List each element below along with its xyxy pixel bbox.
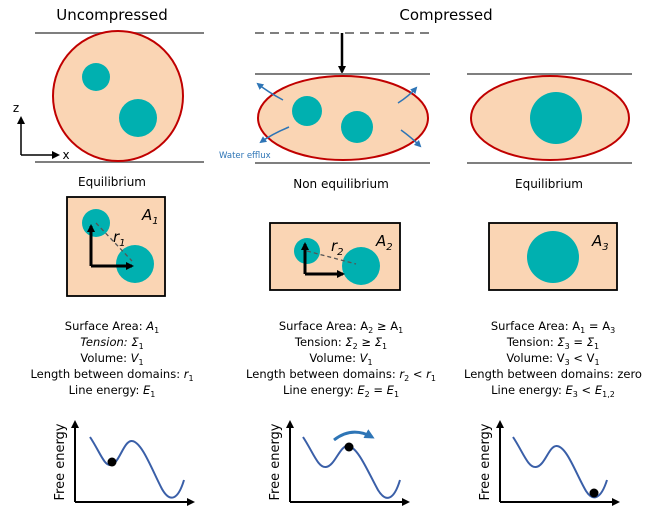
- cell-compressed: [467, 73, 632, 164]
- line-energy-line: Line energy: E2 = E1: [283, 383, 399, 399]
- domain: [341, 111, 373, 143]
- header-compressed: Compressed: [399, 6, 492, 24]
- properties-col-2: Surface Area: A2 ≥ A1 Tension: Σ2 ≥ Σ1 V…: [246, 319, 436, 399]
- tension-line: Tension: Σ1: [80, 335, 143, 351]
- efflux-arrow: [397, 86, 418, 104]
- volume-line: Volume: V1: [80, 351, 143, 367]
- area-label: A2: [375, 232, 393, 253]
- energy-plot-1: Free energy: [53, 420, 195, 506]
- surface-area-line: Surface Area: A1: [65, 319, 159, 335]
- state-marker: [107, 457, 117, 467]
- length-line: Length between domains: r1: [30, 367, 193, 383]
- free-energy-axis-label: Free energy: [268, 423, 283, 500]
- cell-membrane: [52, 30, 184, 162]
- line-energy-line: Line energy: E1: [69, 383, 156, 399]
- distance-line: [95, 222, 133, 262]
- area-label: A3: [591, 232, 609, 253]
- properties-col-1: Surface Area: A1 Tension: Σ1 Volume: V1 …: [30, 319, 193, 399]
- domain: [530, 92, 582, 144]
- header-uncompressed: Uncompressed: [56, 6, 168, 24]
- distance-line: [306, 250, 357, 265]
- water-efflux-label: Water efflux: [219, 151, 271, 161]
- energy-plot-2: Free energy: [268, 420, 410, 506]
- surface-panel-3: A3: [488, 222, 618, 291]
- state-marker: [589, 488, 599, 498]
- domain: [82, 63, 110, 91]
- length-line: Length between domains: zero: [464, 367, 642, 381]
- efflux-arrow: [400, 129, 422, 148]
- energy-curve: [512, 436, 608, 499]
- surface-area-line: Surface Area: A2 ≥ A1: [279, 319, 403, 335]
- efflux-arrow: [259, 126, 290, 144]
- panel-frame: [66, 196, 166, 297]
- domain: [527, 231, 579, 283]
- transition-arrow: [333, 429, 375, 442]
- distance-label: r2: [331, 237, 344, 258]
- state-label: Non equilibrium: [293, 177, 389, 191]
- cell-membrane: [257, 75, 429, 161]
- panel-frame: [269, 222, 401, 291]
- length-line: Length between domains: r2 < r1: [246, 367, 436, 383]
- x-label: x: [62, 148, 69, 162]
- surface-panel-1: A1 r1: [66, 196, 166, 297]
- volume-line: Volume: V3 < V1: [506, 351, 599, 367]
- distance-label: r1: [113, 228, 126, 249]
- cell-compressing: Water efflux: [219, 32, 430, 164]
- surface-area-line: Surface Area: A1 = A3: [491, 319, 615, 335]
- cell-uncompressed: [35, 30, 204, 163]
- state-label: Equilibrium: [515, 177, 583, 191]
- free-energy-axis-label: Free energy: [53, 423, 68, 500]
- tension-line: Tension: Σ3 = Σ1: [506, 335, 599, 351]
- volume-line: Volume: V1: [309, 351, 372, 367]
- domain: [292, 96, 322, 126]
- domain: [119, 99, 157, 137]
- properties-col-3: Surface Area: A1 = A3 Tension: Σ3 = Σ1 V…: [464, 319, 642, 399]
- line-energy-line: Line energy: E3 < E1,2: [491, 383, 615, 399]
- z-label: z: [13, 101, 19, 115]
- state-marker: [344, 442, 354, 452]
- energy-plot-3: Free energy: [478, 420, 620, 506]
- state-label: Equilibrium: [78, 175, 146, 189]
- axes-glyph: z x: [13, 101, 70, 162]
- domain: [342, 247, 380, 285]
- efflux-arrow: [256, 82, 284, 101]
- surface-panel-2: A2 r2: [269, 222, 401, 291]
- free-energy-axis-label: Free energy: [478, 423, 493, 500]
- area-label: A1: [141, 206, 159, 227]
- tension-line: Tension: Σ2 ≥ Σ1: [294, 335, 387, 351]
- energy-curve: [89, 436, 185, 499]
